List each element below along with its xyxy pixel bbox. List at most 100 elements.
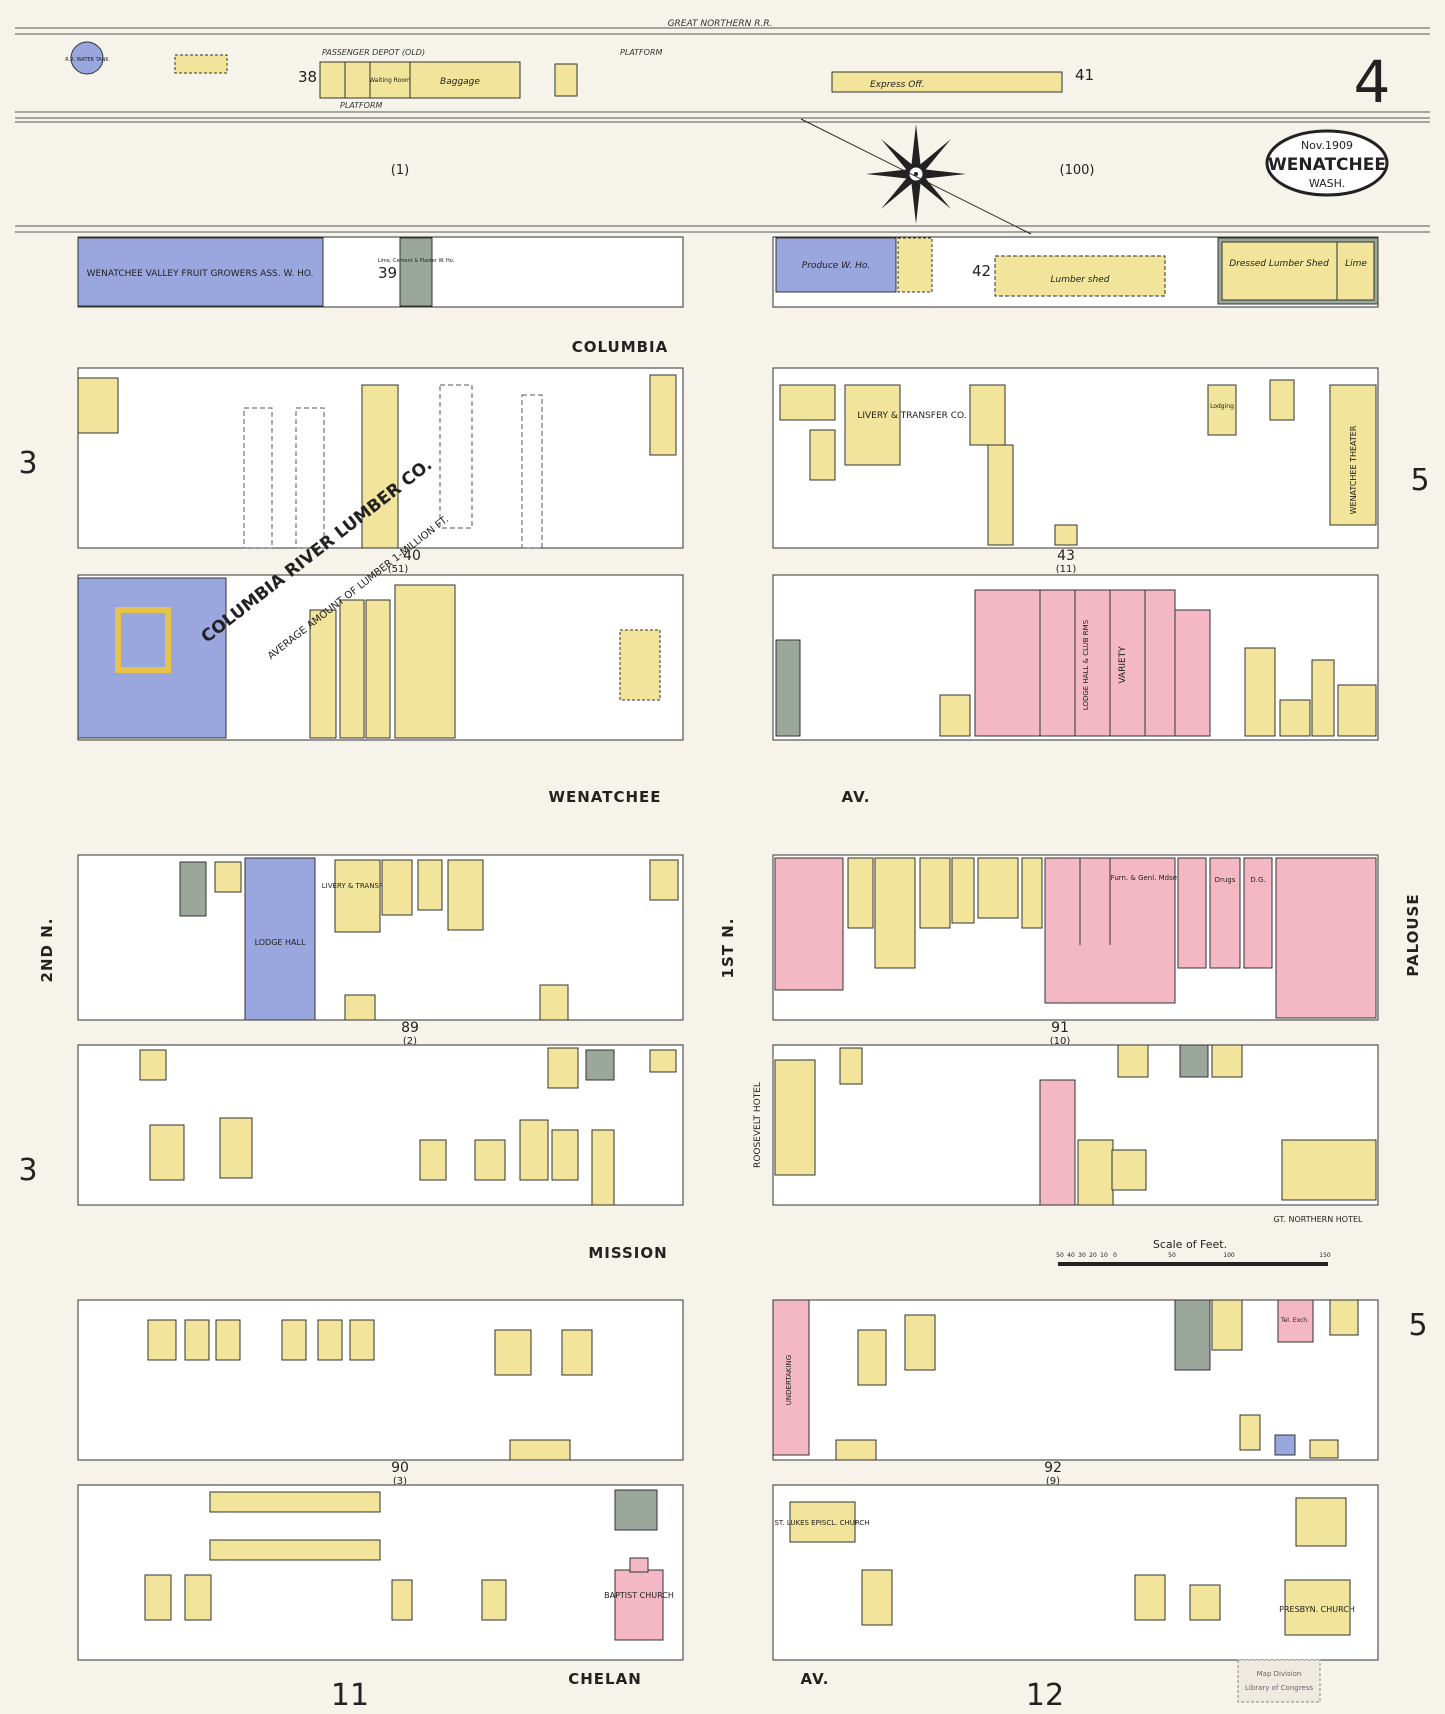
block-92: UNDERTAKING Tel. Exch. 92 (9) ST. LUKES … [772, 1299, 1379, 1661]
block-43-sub: (11) [1056, 564, 1077, 575]
street-chelan-av: AV. [801, 1670, 830, 1688]
block-1: (1) [391, 163, 409, 178]
block-90: 90 (3) BAPTIST CHURCH [77, 1299, 684, 1661]
svg-text:40: 40 [1067, 1252, 1075, 1259]
lime-label: Lime [1345, 259, 1367, 269]
street-wenatchee: WENATCHEE [548, 788, 661, 806]
water-tank-icon [70, 41, 104, 75]
adjoining-sheet-bottom-left: 11 [331, 1678, 369, 1713]
baptist-church-label: BAPTIST CHURCH [604, 1591, 674, 1600]
block-91-sub: (10) [1050, 1036, 1071, 1047]
livery-stable [844, 384, 901, 466]
parcel-39: 39 [378, 264, 397, 282]
baptist-church [614, 1569, 664, 1641]
adjoining-sheet-right-top: 5 [1410, 463, 1429, 498]
svg-text:30: 30 [1078, 1252, 1086, 1259]
block-40-number: 40 [403, 548, 421, 564]
drugs-label: Drugs [1215, 876, 1236, 884]
dg-label: D.G. [1250, 876, 1265, 884]
svg-text:50: 50 [1056, 1252, 1064, 1259]
scale-label: Scale of Feet. [1153, 1238, 1227, 1251]
fruit-growers-warehouse [77, 237, 324, 307]
adjoining-sheet-right-bottom: 5 [1408, 1308, 1427, 1343]
title-cartouche [1265, 129, 1389, 197]
svg-text:Library of Congress: Library of Congress [1245, 1684, 1313, 1692]
fruit-growers-label: WENATCHEE VALLEY FRUIT GROWERS ASS. W. H… [87, 269, 314, 279]
st-lukes-church [789, 1501, 856, 1543]
block-43-number: 43 [1057, 548, 1075, 564]
lime-cement-label: Lime, Cement & Plaster W. Ho. [378, 258, 455, 264]
lodge-hall-2-label: LODGE HALL [255, 938, 306, 947]
stone-warehouse [77, 577, 227, 739]
tel-exch-label: Tel. Exch. [1280, 1317, 1309, 1324]
lime-cement-warehouse [399, 237, 433, 307]
platform-bottom-label: PLATFORM [340, 101, 383, 110]
gt-northern-hotel-label: GT. NORTHERN HOTEL [1274, 1215, 1363, 1224]
platform-top-label: PLATFORM [620, 48, 663, 57]
undertaking-label: UNDERTAKING [785, 1355, 793, 1405]
parcel-41: 41 [1075, 66, 1094, 84]
parcel-38: 38 [298, 68, 317, 86]
block-100: (100) [1060, 163, 1095, 178]
waiting-room-label: Waiting Room [369, 77, 411, 84]
livery-transfer-label: LIVERY & TRANSFER CO. [857, 411, 966, 421]
sheet-number: 4 [1354, 48, 1391, 116]
railroad-label: GREAT NORTHERN R.R. [668, 19, 773, 29]
street-palouse: PALOUSE [1404, 893, 1422, 976]
block-89: LODGE HALL LIVERY & TRANSFER 89 (2) [77, 854, 684, 1206]
undertaking-lodge-brick [772, 1299, 810, 1456]
block-89-sub: (2) [403, 1036, 417, 1047]
block-40: COLUMBIA RIVER LUMBER CO. AVERAGE AMOUNT… [77, 367, 684, 741]
presbyterian-church [1284, 1579, 1351, 1636]
svg-text:50: 50 [1168, 1252, 1176, 1259]
adjoining-sheet-bottom-right: 12 [1026, 1678, 1064, 1713]
passenger-depot [319, 61, 521, 99]
svg-text:0: 0 [1113, 1252, 1117, 1259]
svg-text:10: 10 [1100, 1252, 1108, 1259]
block-43: LIVERY & TRANSFER CO. Lodging WENATCHEE … [772, 367, 1379, 741]
lodge-hall-stone [244, 857, 316, 1021]
variety-label: VARIETY [1118, 646, 1128, 684]
block-91-number: 91 [1051, 1020, 1069, 1036]
compass-rose-icon [800, 118, 1032, 235]
express-label: Express Off. [870, 80, 925, 90]
water-tank-label: R.R. WATER TANK [65, 57, 109, 63]
block-92-number: 92 [1044, 1460, 1062, 1476]
lodge-hall-label: LODGE HALL & CLUB RMS [1082, 619, 1090, 710]
library-stamp: Map Division Library of Congress [1237, 1659, 1321, 1703]
block-92-sub: (9) [1046, 1476, 1060, 1487]
baggage-label: Baggage [440, 77, 480, 87]
street-mission: MISSION [588, 1244, 667, 1262]
produce-label: Produce W. Ho. [802, 261, 870, 271]
block-90-sub: (3) [393, 1476, 407, 1487]
gt-northern-hotel [1281, 1139, 1377, 1201]
state-name: WASH. [1309, 177, 1345, 190]
roosevelt-hotel-label: ROOSEVELT HOTEL [753, 1082, 763, 1168]
block-91: Furn. & Genl. Mdse. Drugs D.G. 91 (10) R… [753, 854, 1379, 1224]
parcel-42: 42 [972, 262, 991, 280]
block-north-of-columbia-west: WENATCHEE VALLEY FRUIT GROWERS ASS. W. H… [77, 236, 684, 308]
furn-genl-label: Furn. & Genl. Mdse. [1111, 874, 1180, 882]
svg-text:100: 100 [1223, 1252, 1235, 1259]
undertaking-brick [1039, 1079, 1076, 1206]
lumber-shed [994, 255, 1166, 297]
sheet-date: Nov.1909 [1301, 139, 1353, 152]
roosevelt-hotel [774, 1059, 816, 1176]
street-first-n: 1ST N. [719, 918, 737, 979]
passenger-depot-label: PASSENGER DEPOT (OLD) [322, 48, 425, 57]
svg-text:150: 150 [1319, 1252, 1331, 1259]
railroad-area: GREAT NORTHERN R.R. R.R. WATER TANK PASS… [15, 19, 1430, 235]
block-40-sub: (51) [388, 564, 409, 575]
svg-text:Map Division: Map Division [1257, 1670, 1302, 1678]
express-office [831, 71, 1063, 93]
depot-annex [554, 63, 578, 97]
street-wenatchee-av: AV. [842, 788, 871, 806]
scale-bar: Scale of Feet. 50 40 30 20 10 0 50 100 1… [1056, 1238, 1331, 1266]
block-89-number: 89 [401, 1020, 419, 1036]
svg-text:20: 20 [1089, 1252, 1097, 1259]
small-shed [174, 54, 228, 74]
block-north-of-columbia-east: Produce W. Ho. 42 Lumber shed Dressed Lu… [772, 236, 1379, 308]
street-second-n: 2ND N. [38, 918, 56, 983]
produce-warehouse [775, 237, 897, 293]
